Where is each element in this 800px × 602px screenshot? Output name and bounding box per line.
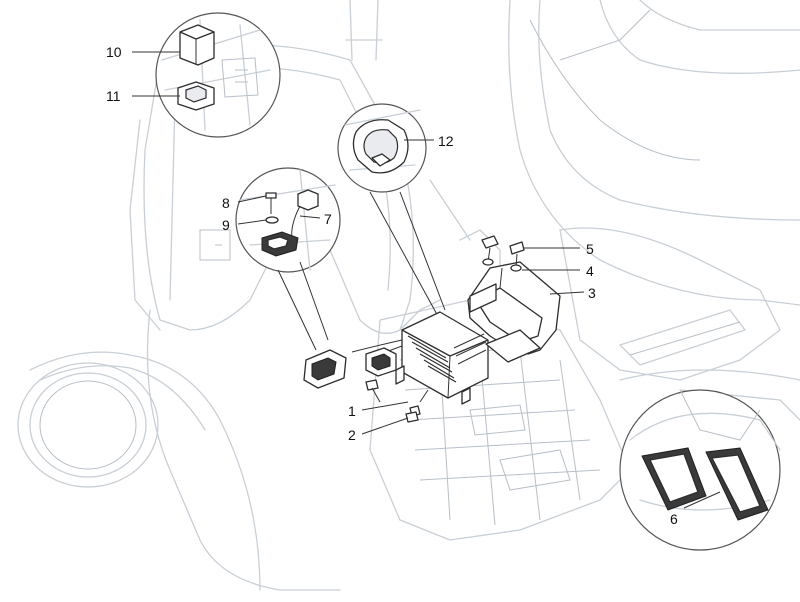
inset-grommet-circle [337, 103, 446, 321]
washer-part [265, 216, 279, 224]
inset-connector-circle [235, 167, 341, 273]
relay-part [179, 24, 215, 66]
voltage-regulator-part [395, 311, 489, 405]
callout-8: 8 [222, 195, 230, 211]
callout-6: 6 [670, 511, 678, 527]
seal-part-b [705, 447, 769, 521]
callout-11: 11 [106, 88, 121, 104]
seal-part-a [641, 447, 707, 511]
mounting-bracket-part [467, 261, 561, 363]
relay-socket-part [177, 81, 215, 111]
callout-5: 5 [586, 241, 594, 257]
inset-seal-circle [619, 389, 781, 551]
callout-10: 10 [106, 44, 122, 60]
callout-leaders [132, 51, 721, 509]
inset-leader-line-2 [277, 269, 317, 351]
bolt-parts [365, 379, 429, 423]
scooter-frame [17, 0, 800, 591]
connector-part [291, 189, 319, 241]
bracket-bolts [481, 235, 525, 272]
regulator-wiring [303, 339, 403, 389]
callout-7: 7 [324, 211, 332, 227]
callout-labels: 10 11 8 9 7 12 5 4 3 1 2 6 [106, 44, 678, 527]
callout-12: 12 [438, 133, 454, 149]
callout-1: 1 [348, 403, 356, 419]
callout-3: 3 [588, 285, 596, 301]
callout-2: 2 [348, 427, 356, 443]
inset-relay-circle [155, 12, 281, 138]
callout-9: 9 [222, 217, 230, 233]
callout-4: 4 [586, 263, 594, 279]
inset-leader-line [299, 261, 329, 341]
